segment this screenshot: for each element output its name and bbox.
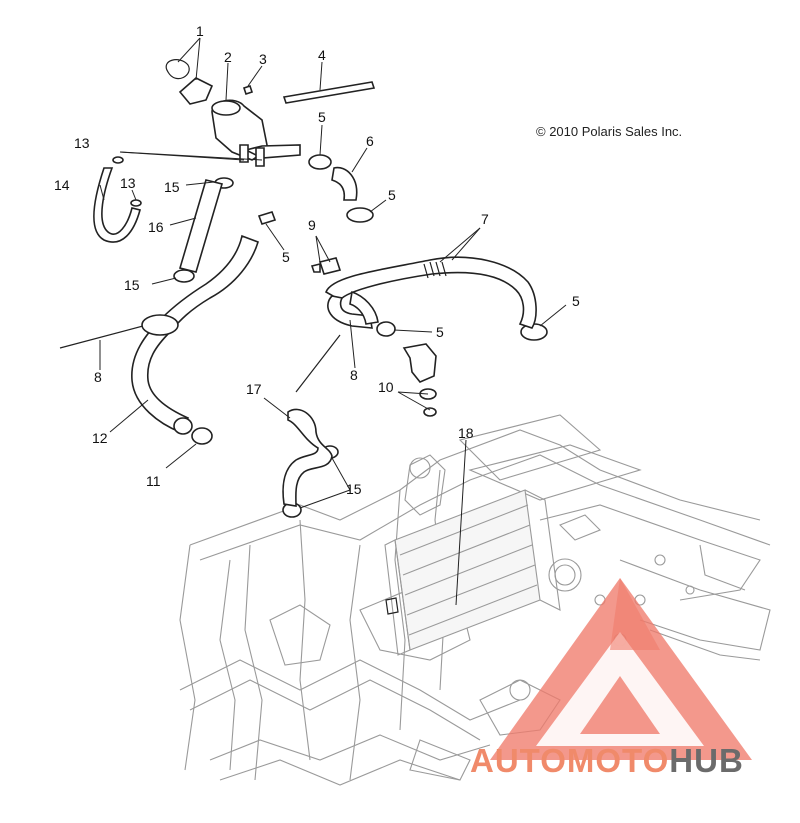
callout-5-top: 5 <box>318 109 326 125</box>
callout-17: 17 <box>246 381 262 397</box>
callout-4: 4 <box>318 47 326 63</box>
rod-part <box>282 81 376 104</box>
callout-5-right: 5 <box>572 293 580 309</box>
logo-text-secondary: HUB <box>669 742 744 779</box>
callout-14: 14 <box>54 177 70 193</box>
copyright-text: © 2010 Polaris Sales Inc. <box>536 124 682 139</box>
callout-18: 18 <box>458 425 474 441</box>
callout-15-bottom: 15 <box>346 481 362 497</box>
clamp-part <box>308 154 332 170</box>
bent-hose <box>93 167 141 243</box>
callout-5-center: 5 <box>436 324 444 340</box>
logo-text: AUTOMOTOHUB <box>470 742 744 779</box>
gasket-part <box>165 59 190 80</box>
callout-7: 7 <box>481 211 489 227</box>
callout-9: 9 <box>308 217 316 233</box>
callout-3: 3 <box>259 51 267 67</box>
callout-8-right: 8 <box>350 367 358 383</box>
callout-5-left: 5 <box>282 249 290 265</box>
parts <box>59 59 548 615</box>
callout-15-top: 15 <box>164 179 180 195</box>
logo-text-primary: AUTOMOTO <box>470 742 669 779</box>
callout-13-right: 13 <box>120 175 136 191</box>
callout-12: 12 <box>92 430 108 446</box>
s-hose <box>282 408 333 507</box>
automotohub-logo: AUTOMOTOHUB <box>470 578 752 779</box>
chassis-frame <box>179 414 771 786</box>
clamp-13a <box>112 156 124 164</box>
cap-part <box>178 77 214 105</box>
sensor-part <box>318 257 342 275</box>
callout-5-mid: 5 <box>388 187 396 203</box>
callout-6: 6 <box>366 133 374 149</box>
logo-triangle-core <box>580 676 660 734</box>
callout-15-mid: 15 <box>124 277 140 293</box>
callout-10: 10 <box>378 379 394 395</box>
clamp-15b <box>173 269 195 283</box>
elbow-hose <box>331 166 358 201</box>
callout-1: 1 <box>196 23 204 39</box>
callout-labels: 1 2 3 4 5 6 5 7 13 14 13 15 16 5 9 15 5 … <box>54 23 682 497</box>
leader-lines <box>99 37 567 606</box>
thermostat-housing <box>402 343 437 383</box>
screw-part <box>242 84 254 96</box>
clamp-11 <box>191 427 213 445</box>
callout-16: 16 <box>148 219 164 235</box>
long-hose <box>325 256 537 329</box>
callout-2: 2 <box>224 49 232 65</box>
callout-8-left: 8 <box>94 369 102 385</box>
straight-hose <box>178 179 224 273</box>
callout-11: 11 <box>146 473 161 489</box>
clamp-13b <box>130 199 142 207</box>
callout-13-left: 13 <box>74 135 90 151</box>
